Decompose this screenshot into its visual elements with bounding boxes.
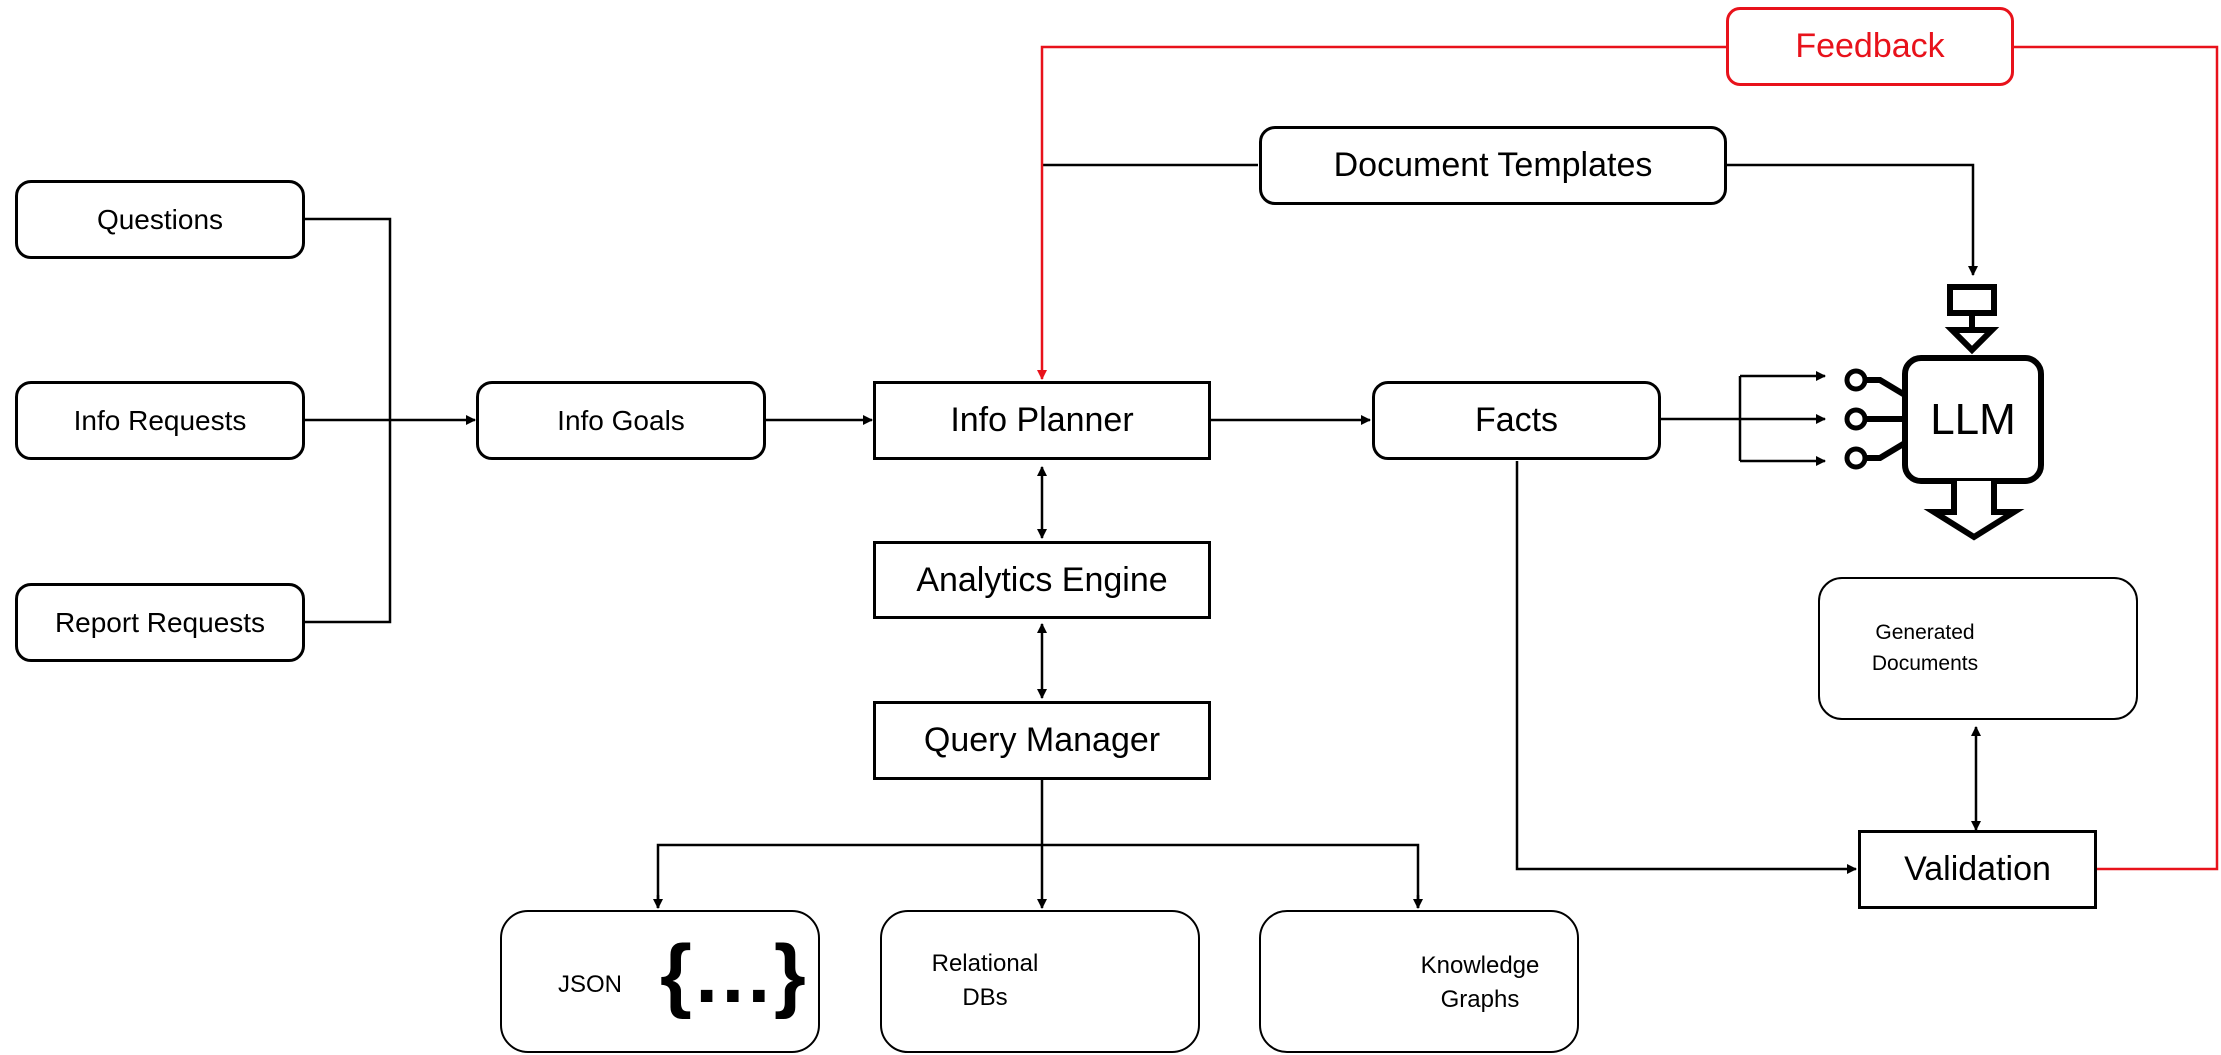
report-requests-box: Report Requests [15, 583, 305, 662]
knowledge-graph-label: Knowledge Graphs [1405, 949, 1555, 1017]
analytics-engine-box: Analytics Engine [873, 541, 1211, 619]
knowledge-line-1: Knowledge [1420, 952, 1540, 979]
facts-to-validation-arrow [1515, 461, 1857, 874]
feedback-box: Feedback [1726, 7, 2014, 86]
json-braces-icon: {…} [660, 929, 806, 1020]
generated-documents-label: Generated Documents [1850, 617, 2000, 679]
relational-line-2: DBs [962, 984, 1008, 1011]
templates-to-llm-arrow [1727, 163, 1978, 276]
document-templates-box: Document Templates [1259, 126, 1727, 205]
report-requests-label: Report Requests [54, 606, 266, 638]
inputs-connector [305, 217, 476, 624]
questions-label: Questions [96, 203, 224, 235]
relational-line-1: Relational [931, 950, 1039, 977]
generated-line-1: Generated [1875, 621, 1975, 644]
info-planner-label: Info Planner [950, 401, 1134, 439]
llm-chip-icon [1844, 284, 2044, 541]
info-goals-label: Info Goals [557, 404, 685, 436]
validation-box: Validation [1858, 830, 2097, 909]
query-manager-box: Query Manager [873, 701, 1211, 780]
generated-documents-panel [1818, 577, 2138, 720]
generated-line-2: Documents [1871, 652, 1979, 675]
feedback-loop [1037, 45, 2219, 871]
json-store [500, 910, 820, 1053]
questions-box: Questions [15, 180, 305, 259]
knowledge-graph-store [1259, 910, 1579, 1053]
llm-label: LLM [1930, 395, 2016, 444]
info-planner-box: Info Planner [873, 381, 1211, 460]
info-requests-label: Info Requests [73, 404, 247, 436]
relational-db-label: Relational DBs [915, 947, 1055, 1015]
analytics-engine-label: Analytics Engine [916, 560, 1168, 599]
info-requests-box: Info Requests [15, 381, 305, 460]
info-goals-box: Info Goals [476, 381, 766, 460]
knowledge-line-2: Graphs [1440, 986, 1520, 1013]
query-to-sources-connector [653, 780, 1423, 909]
json-label: JSON [557, 971, 622, 998]
facts-box: Facts [1372, 381, 1661, 460]
validation-label: Validation [1904, 850, 2051, 888]
facts-to-llm-connector [1661, 371, 1826, 466]
document-templates-label: Document Templates [1333, 146, 1653, 184]
feedback-label: Feedback [1795, 27, 1945, 65]
relational-db-store [880, 910, 1200, 1053]
query-manager-label: Query Manager [923, 721, 1161, 759]
facts-label: Facts [1474, 401, 1559, 439]
